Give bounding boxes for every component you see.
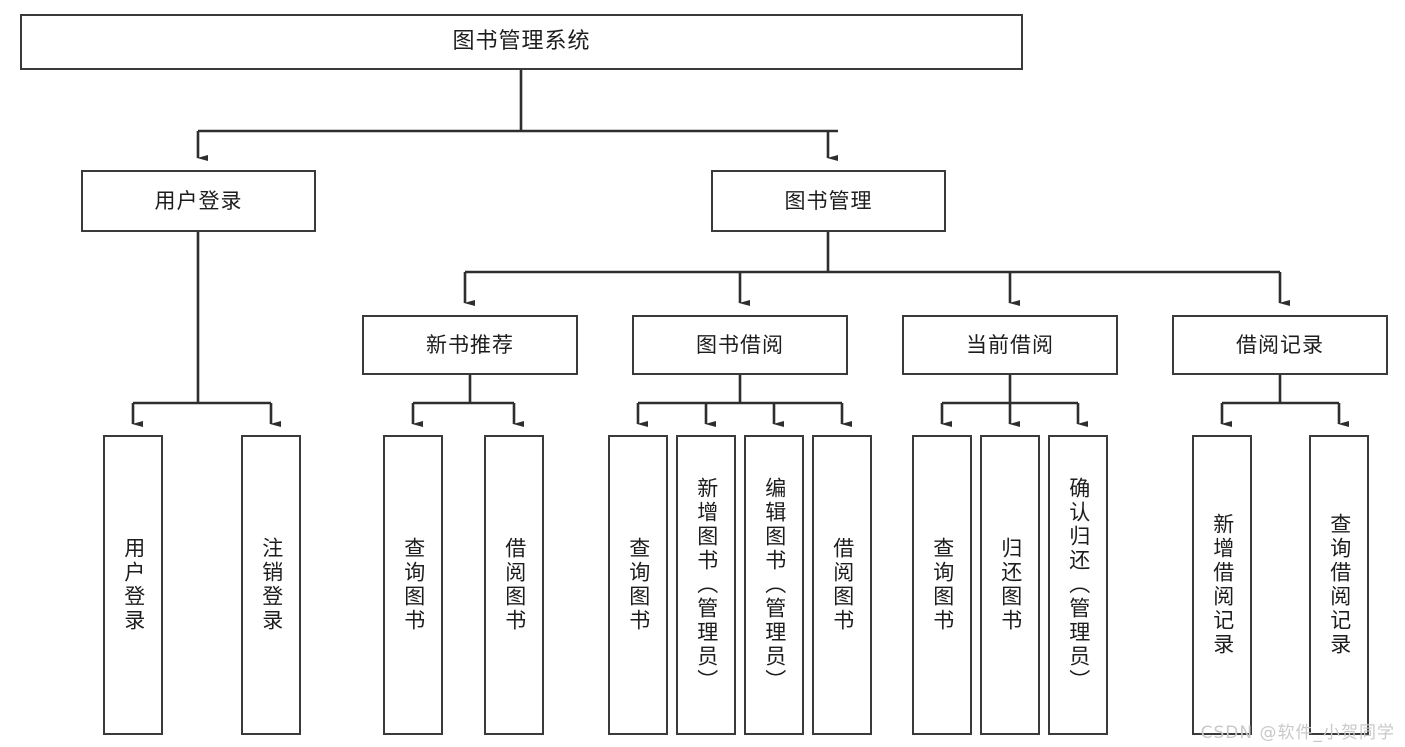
leaf-borrow-query-book[interactable]: 查询图书 [608, 435, 668, 735]
node-label: 查询借阅记录 [1327, 513, 1352, 657]
leaf-record-query-record[interactable]: 查询借阅记录 [1309, 435, 1369, 735]
node-user-login[interactable]: 用户登录 [81, 170, 316, 232]
node-label: 图书借阅 [696, 332, 784, 357]
leaf-newbook-query-book[interactable]: 查询图书 [383, 435, 443, 735]
node-label: 查询图书 [626, 537, 651, 633]
node-label: 借阅记录 [1236, 332, 1324, 357]
node-label: 图书管理 [784, 188, 873, 213]
node-label: 编辑图书（管理员） [762, 477, 787, 693]
node-label: 新增图书（管理员） [694, 477, 719, 693]
node-label: 新增借阅记录 [1210, 513, 1235, 657]
node-label: 当前借阅 [966, 332, 1054, 357]
node-book-management[interactable]: 图书管理 [711, 170, 946, 232]
node-label: 用户登录 [154, 188, 243, 213]
leaf-current-confirm-return-admin[interactable]: 确认归还（管理员） [1048, 435, 1108, 735]
leaf-current-query-book[interactable]: 查询图书 [912, 435, 972, 735]
csdn-watermark: CSDN @软件_小贺同学 [1200, 723, 1395, 743]
node-book-borrow[interactable]: 图书借阅 [632, 315, 848, 375]
leaf-borrow-borrow-book[interactable]: 借阅图书 [812, 435, 872, 735]
node-label: 查询图书 [930, 537, 955, 633]
leaf-borrow-edit-book-admin[interactable]: 编辑图书（管理员） [744, 435, 804, 735]
node-label: 注销登录 [259, 537, 284, 633]
node-label: 确认归还（管理员） [1066, 477, 1091, 693]
leaf-newbook-borrow-book[interactable]: 借阅图书 [484, 435, 544, 735]
node-label: 图书管理系统 [452, 29, 591, 55]
leaf-current-return-book[interactable]: 归还图书 [980, 435, 1040, 735]
node-current-borrow[interactable]: 当前借阅 [902, 315, 1118, 375]
node-label: 查询图书 [401, 537, 426, 633]
leaf-borrow-add-book-admin[interactable]: 新增图书（管理员） [676, 435, 736, 735]
leaf-user-login[interactable]: 用户登录 [103, 435, 163, 735]
leaf-logout-login[interactable]: 注销登录 [241, 435, 301, 735]
node-label: 借阅图书 [830, 537, 855, 633]
node-borrow-record[interactable]: 借阅记录 [1172, 315, 1388, 375]
node-root-system[interactable]: 图书管理系统 [20, 14, 1023, 70]
leaf-record-add-record[interactable]: 新增借阅记录 [1192, 435, 1252, 735]
node-label: 借阅图书 [502, 537, 527, 633]
node-label: 新书推荐 [426, 332, 514, 357]
node-label: 归还图书 [998, 537, 1023, 633]
node-label: 用户登录 [121, 537, 146, 633]
node-new-book-recommend[interactable]: 新书推荐 [362, 315, 578, 375]
